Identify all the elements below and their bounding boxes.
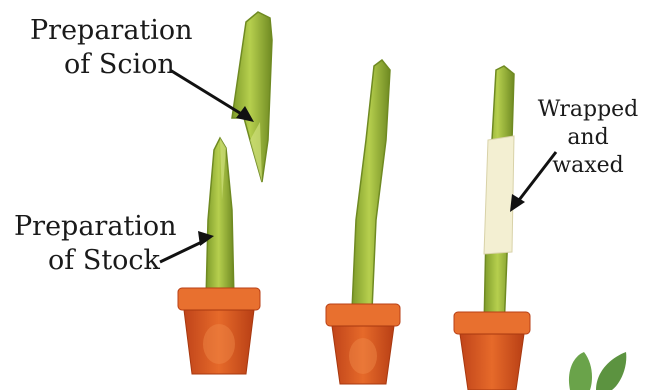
label-stock-line2: of Stock [14,244,177,278]
label-wrapped-line2: and [536,124,640,152]
label-wrapped-line3: waxed [536,152,640,180]
label-stock: Preparation of Stock [14,210,177,278]
label-scion-line2: of Scion [30,48,193,82]
label-scion: Preparation of Scion [30,14,193,82]
label-wrapped-line1: Wrapped [536,96,640,124]
label-stock-line1: Preparation [14,210,177,244]
leaf-sprout [569,352,626,390]
scion-cutting [232,12,272,182]
pot-stock-prepared [178,138,260,374]
label-wrapped: Wrapped and waxed [536,96,640,180]
pot-wrapped [454,66,530,390]
label-scion-line1: Preparation [30,14,193,48]
pot-joined [326,60,400,384]
